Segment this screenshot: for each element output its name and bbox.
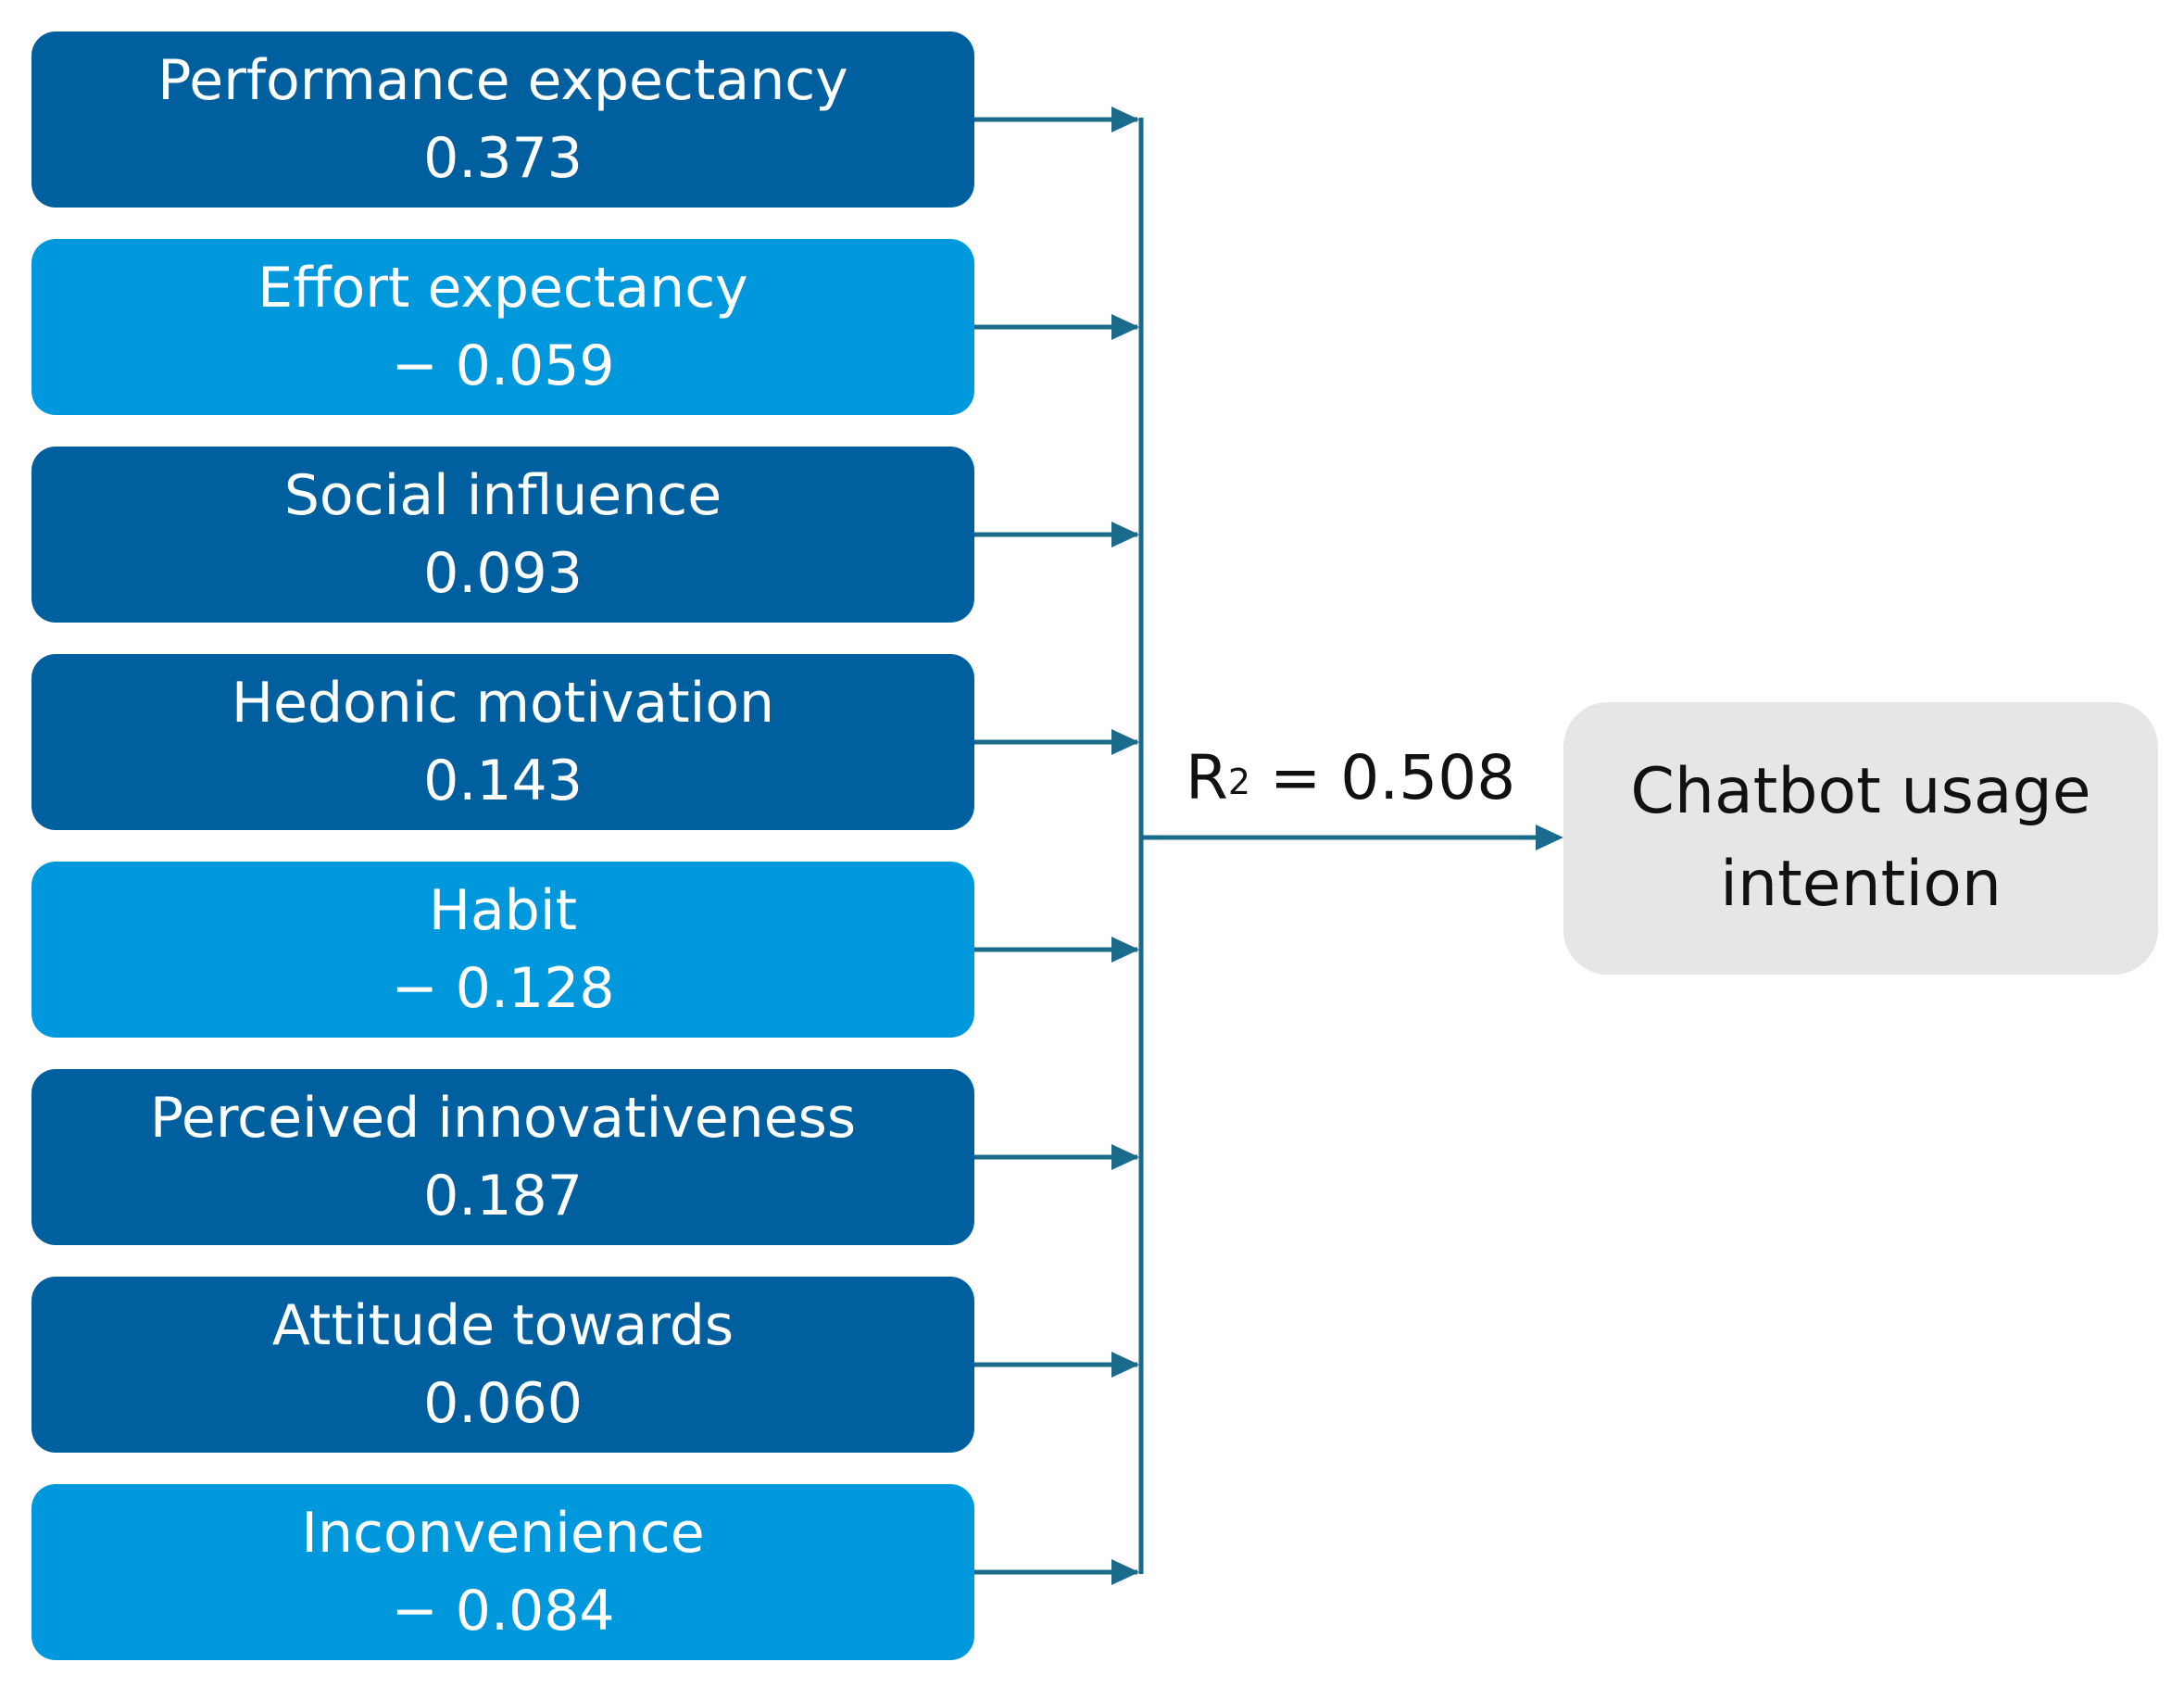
predictor-coefficient: 0.143 <box>423 749 583 813</box>
predictor-label: Social influence <box>283 463 722 528</box>
outcome-box: Chatbot usage intention <box>1563 702 2158 975</box>
predictor-effort-expectancy: Effort expectancy − 0.059 <box>31 239 974 415</box>
r-squared-label: R2 = 0.508 <box>1186 737 1515 820</box>
predictor-coefficient: − 0.059 <box>391 334 615 398</box>
predictor-arrow-head <box>1111 107 1139 132</box>
predictor-label: Perceived innovativeness <box>149 1086 857 1151</box>
predictor-habit: Habit − 0.128 <box>31 862 974 1038</box>
predictor-label: Attitude towards <box>271 1293 734 1358</box>
r-squared-value: = 0.508 <box>1250 742 1516 813</box>
outcome-label: Chatbot usage intention <box>1630 755 2091 921</box>
predictor-social-influence: Social influence 0.093 <box>31 447 974 623</box>
predictor-performance-expectancy: Performance expectancy 0.373 <box>31 31 974 208</box>
predictor-label: Habit <box>428 878 578 943</box>
predictor-label: Hedonic motivation <box>231 671 775 736</box>
predictor-arrow-head <box>1111 1559 1139 1585</box>
predictor-arrow-head <box>1111 937 1139 963</box>
predictor-arrow-head <box>1111 1352 1139 1378</box>
predictor-coefficient: − 0.084 <box>391 1579 615 1643</box>
predictor-label: Inconvenience <box>301 1501 705 1566</box>
predictor-attitude-towards: Attitude towards 0.060 <box>31 1277 974 1453</box>
predictor-arrow-head <box>1111 1144 1139 1170</box>
predictor-coefficient: 0.373 <box>423 126 583 191</box>
predictor-label: Performance expectancy <box>157 48 848 113</box>
predictor-coefficient: 0.093 <box>423 541 583 606</box>
predictor-inconvenience: Inconvenience − 0.084 <box>31 1484 974 1660</box>
outcome-arrow-head <box>1536 825 1563 850</box>
predictor-arrow-head <box>1111 522 1139 548</box>
predictor-arrow-head <box>1111 729 1139 755</box>
predictor-coefficient: − 0.128 <box>391 956 615 1021</box>
predictor-arrow-head <box>1111 314 1139 340</box>
predictor-coefficient: 0.060 <box>423 1371 583 1436</box>
r-squared-prefix: R <box>1186 742 1228 813</box>
predictor-perceived-innovativeness: Perceived innovativeness 0.187 <box>31 1069 974 1245</box>
predictor-hedonic-motivation: Hedonic motivation 0.143 <box>31 654 974 830</box>
r-squared-superscript: 2 <box>1227 762 1251 802</box>
predictor-label: Effort expectancy <box>257 256 748 321</box>
predictor-coefficient: 0.187 <box>423 1164 583 1228</box>
